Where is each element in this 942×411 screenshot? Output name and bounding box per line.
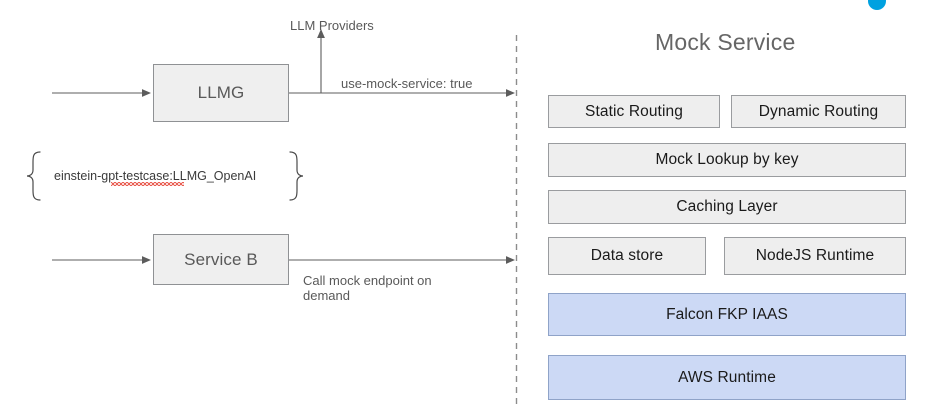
stack-box-nodejs-runtime-label: NodeJS Runtime (755, 247, 875, 264)
stack-box-mock-lookup[interactable]: Mock Lookup by key (548, 143, 906, 177)
stack-box-caching-layer-label: Caching Layer (676, 198, 778, 215)
stack-box-mock-lookup-label: Mock Lookup by key (655, 151, 799, 168)
stack-box-aws-runtime-label: AWS Runtime (678, 368, 776, 386)
process-box-service-b-label: Service B (184, 249, 258, 269)
stack-box-caching-layer[interactable]: Caching Layer (548, 190, 906, 224)
spellcheck-squiggle (111, 182, 184, 186)
stack-box-aws-runtime[interactable]: AWS Runtime (548, 355, 906, 400)
stack-box-nodejs-runtime[interactable]: NodeJS Runtime (724, 237, 906, 275)
label-call-mock-endpoint-line2: demand (303, 288, 350, 303)
stack-box-falcon-fkp-iaas[interactable]: Falcon FKP IAAS (548, 293, 906, 336)
brace-note-text: einstein-gpt-testcase:LLMG_OpenAI (54, 169, 257, 183)
stack-box-static-routing[interactable]: Static Routing (548, 95, 720, 128)
blue-dot-indicator (868, 0, 886, 10)
label-llm-providers: LLM Providers (290, 18, 374, 33)
stack-box-static-routing-label: Static Routing (585, 102, 683, 120)
process-box-llmg[interactable]: LLMG (153, 64, 289, 122)
process-box-service-b[interactable]: Service B (153, 234, 289, 285)
stack-box-dynamic-routing-label: Dynamic Routing (758, 102, 879, 120)
stack-box-falcon-fkp-iaas-label: Falcon FKP IAAS (666, 305, 788, 323)
stack-box-dynamic-routing[interactable]: Dynamic Routing (731, 95, 906, 128)
curly-brace-left (26, 151, 41, 201)
label-call-mock-endpoint-line1: Call mock endpoint on (303, 273, 432, 288)
process-box-llmg-label: LLMG (197, 83, 245, 102)
curly-brace-right (289, 151, 304, 201)
page-title: Mock Service (655, 29, 796, 55)
label-use-mock-service: use-mock-service: true (341, 76, 473, 91)
stack-box-data-store-label: Data store (590, 247, 664, 264)
stack-box-data-store[interactable]: Data store (548, 237, 706, 275)
